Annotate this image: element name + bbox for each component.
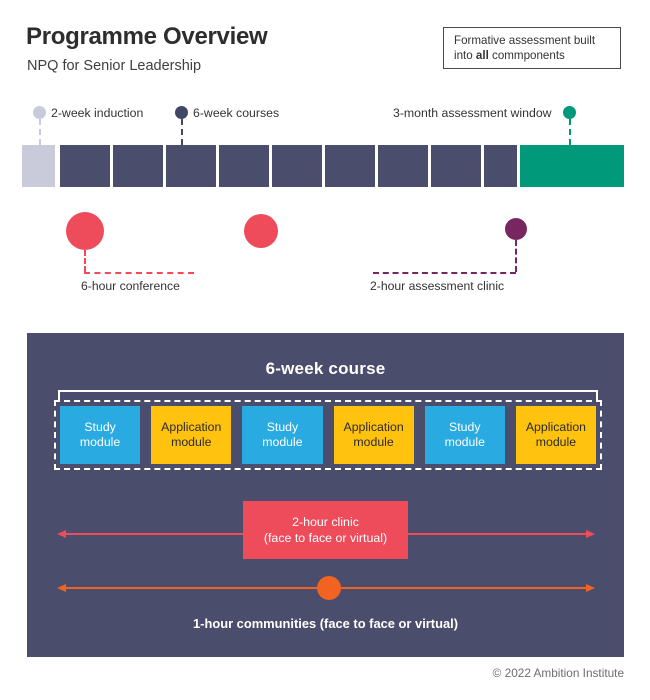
- course-span-bracket: [58, 390, 598, 402]
- event-underline-1: [373, 272, 516, 274]
- timeline-block-course-5[interactable]: [272, 145, 322, 187]
- callout-suffix: commponents: [488, 49, 565, 62]
- timeline-block-course-9[interactable]: [484, 145, 517, 187]
- module-line1: Study: [84, 419, 116, 434]
- legend-stem-1: [181, 119, 183, 145]
- event-stem-0: [84, 250, 86, 272]
- timeline-block-course-3[interactable]: [166, 145, 216, 187]
- page-title: Programme Overview: [26, 23, 268, 50]
- module-line2: module: [79, 435, 121, 449]
- timeline-block-course-7[interactable]: [378, 145, 428, 187]
- header: Programme Overview NPQ for Senior Leader…: [0, 0, 650, 100]
- module-line2: module: [535, 435, 577, 449]
- module-line1: Application: [161, 419, 222, 434]
- event-stem-1: [515, 240, 517, 272]
- module-line2: module: [171, 435, 212, 449]
- event-label-0: 6-hour conference: [81, 279, 180, 293]
- module-line2: module: [262, 435, 303, 449]
- modules-dashed-outline: [54, 400, 602, 470]
- timeline-block-course-8[interactable]: [431, 145, 481, 187]
- timeline-block-course-2[interactable]: [113, 145, 163, 187]
- module-line2: module: [353, 435, 394, 449]
- timeline-block-course-1[interactable]: [60, 145, 110, 187]
- legend-dot-1: [175, 106, 188, 119]
- legend-stem-2: [569, 119, 571, 145]
- module-line1: Study: [449, 419, 481, 434]
- clinic-line2: (face to face or virtual): [263, 531, 388, 545]
- legend-dot-2: [563, 106, 576, 119]
- event-circle-0-1[interactable]: [244, 214, 278, 248]
- module-line1: Application: [525, 419, 587, 434]
- callout-prefix: Formative assessment built into: [454, 34, 596, 62]
- footer-copyright: © 2022 Ambition Institute: [492, 666, 624, 680]
- legend-stem-0: [39, 119, 41, 145]
- event-circle-1-0[interactable]: [505, 218, 527, 240]
- clinic-box: 2-hour clinic (face to face or virtual): [243, 501, 408, 559]
- page-subtitle: NPQ for Senior Leadership: [27, 58, 202, 74]
- legend-label-1: 6-week courses: [193, 106, 280, 120]
- legend-dot-0: [33, 106, 46, 119]
- event-underline-0: [84, 272, 194, 274]
- event-label-1: 2-hour assessment clinic: [370, 279, 505, 293]
- timeline-block-assessment-10[interactable]: [520, 145, 624, 187]
- timeline-block-induction-0[interactable]: [22, 145, 55, 187]
- panel-title: 6-week course: [265, 359, 386, 378]
- callout-emphasis: all: [475, 49, 489, 62]
- event-circle-0-0[interactable]: [66, 212, 104, 250]
- clinic-line1: 2-hour clinic: [292, 515, 359, 529]
- module-line1: Application: [343, 419, 404, 434]
- communities-label: 1-hour communities (face to face or virt…: [192, 616, 459, 631]
- timeline-block-course-6[interactable]: [325, 145, 375, 187]
- formative-assessment-callout: Formative assessment built into all comm…: [443, 27, 621, 69]
- timeline-bar: [0, 145, 650, 187]
- legend-label-0: 2-week induction: [51, 106, 144, 120]
- module-line2: module: [444, 435, 485, 449]
- communities-marker-dot: [317, 576, 341, 600]
- timeline-block-course-4[interactable]: [219, 145, 269, 187]
- legend-label-2: 3-month assessment window: [393, 106, 552, 120]
- module-line1: Study: [266, 419, 299, 434]
